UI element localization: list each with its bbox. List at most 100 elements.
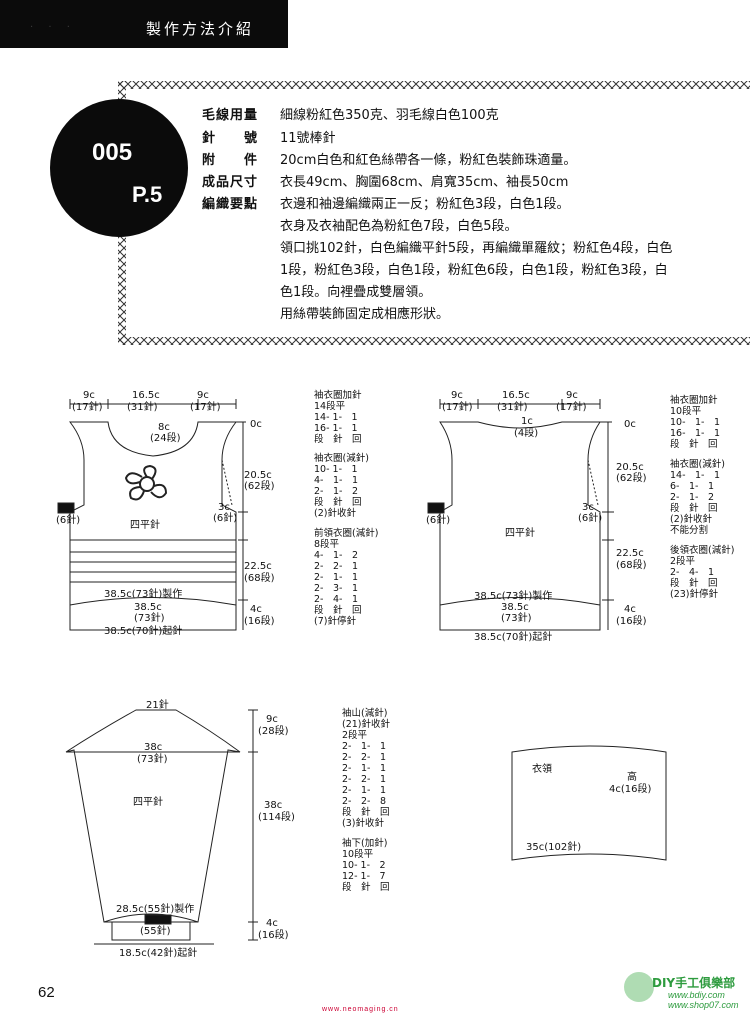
note: 袖下(加針) xyxy=(342,837,387,849)
back-dim: 38.5c(73針)製作 xyxy=(474,589,552,602)
note: 段 針 回 xyxy=(670,502,718,514)
note: 14- 1- 1 xyxy=(670,470,720,481)
note: 14段平 xyxy=(314,400,346,412)
watermark-title: DIY手工俱樂部 xyxy=(652,976,736,990)
note: (21)針收針 xyxy=(342,718,391,730)
spec-label: 針 號 xyxy=(202,130,258,146)
note: 2- 1- 1 xyxy=(314,572,358,583)
watermark-sites: www.bdiy.com www.shop07.com xyxy=(668,990,739,1010)
note: 段 針 回 xyxy=(342,806,390,818)
front-dim: 38.5c(70針)起針 xyxy=(104,624,182,637)
back-dim: 16.5c xyxy=(502,390,530,401)
back-dim: (17針) xyxy=(442,400,473,413)
spec-label: 成品尺寸 xyxy=(202,174,258,190)
note: 段 針 回 xyxy=(342,881,390,893)
note: 10段平 xyxy=(342,848,374,860)
collar-diagram xyxy=(511,745,667,861)
sleeve-dim: (73針) xyxy=(137,752,168,765)
front-dim: 20.5c xyxy=(244,470,272,481)
back-dim: 3c xyxy=(582,502,594,513)
collar-labels: 衣領 高 4c(16段) 35c(102針) xyxy=(526,762,651,853)
back-dim: 9c xyxy=(566,390,578,401)
note: 袖衣圈(減針) xyxy=(314,452,369,464)
back-diagram xyxy=(427,399,614,631)
front-dim: 9c xyxy=(83,390,95,401)
note: 2- 1- 1 xyxy=(342,741,386,752)
sleeve-dim: 9c xyxy=(266,714,278,725)
back-dim: 4c xyxy=(624,604,636,615)
note: 2- 4- 1 xyxy=(314,594,358,605)
back-dim: (73針) xyxy=(501,611,532,624)
pattern-badge: 005 P.5 xyxy=(50,99,188,237)
back-dim: 1c xyxy=(521,416,533,427)
note: 段 針 回 xyxy=(670,577,718,589)
note: 2- 3- 1 xyxy=(314,583,358,594)
spec-value: 20cm白色和紅色絲帶各一條，粉紅色裝飾珠適量。 xyxy=(280,152,576,168)
spec-label: 編織要點 xyxy=(202,196,258,212)
sleeve-diagram xyxy=(65,709,258,945)
back-dim: (31針) xyxy=(497,400,528,413)
note: 段 針 回 xyxy=(314,496,362,508)
front-dim: 38.5c(73針)製作 xyxy=(104,587,182,600)
note: 不能分割 xyxy=(670,524,708,536)
header-bar: · · · 製作方法介紹 xyxy=(0,0,288,48)
front-dim: 4c xyxy=(250,604,262,615)
note: (7)針停針 xyxy=(314,615,356,627)
watermark-site: www.shop07.com xyxy=(668,1000,739,1010)
note-line: 領口挑102針，白色編織平針5段，再編織單羅紋；粉紅色4段，白色 xyxy=(280,240,672,256)
back-stitch: 四平針 xyxy=(505,526,535,539)
watermark-site: www.bdiy.com xyxy=(668,990,725,1000)
header-marks: · · · xyxy=(30,22,76,33)
front-dim: (17針) xyxy=(72,400,103,413)
sleeve-notes: 袖山(減針) (21)針收針 2段平 2- 1- 1 2- 2- 1 2- 1-… xyxy=(342,707,391,893)
back-dim: 20.5c xyxy=(616,462,644,473)
spec-label: 毛線用量 xyxy=(202,107,258,123)
note: 2- 1- 2 xyxy=(670,492,714,503)
front-dim: (31針) xyxy=(127,400,158,413)
front-dim: (24段) xyxy=(150,431,181,444)
sleeve-dim: 4c xyxy=(266,918,278,929)
note: 袖衣圈(減針) xyxy=(670,458,725,470)
note: 10- 1- 1 xyxy=(670,417,720,428)
back-dim: (16段) xyxy=(616,614,647,627)
note: 10段平 xyxy=(670,405,702,417)
front-dim: 16.5c xyxy=(132,390,160,401)
note: 16- 1- 1 xyxy=(670,428,720,439)
note: 16- 1- 1 xyxy=(314,423,358,434)
front-dim: (6針) xyxy=(213,511,237,524)
note: 2- 2- 1 xyxy=(314,561,358,572)
note: 前領衣圈(減針) xyxy=(314,527,378,539)
front-dim: (73針) xyxy=(134,611,165,624)
note: 8段平 xyxy=(314,538,340,550)
note: 後領衣圈(減針) xyxy=(670,544,734,556)
note-line: 衣身及衣袖配色為粉紅色7段，白色5段。 xyxy=(280,218,518,234)
note: 6- 1- 1 xyxy=(670,481,714,492)
sleeve-stitch: 四平針 xyxy=(133,795,163,808)
front-stitch: 四平針 xyxy=(130,518,160,531)
back-dim: (68段) xyxy=(616,558,647,571)
note: 2- 2- 1 xyxy=(342,774,386,785)
sleeve-dim: 38c xyxy=(264,800,282,811)
front-labels: 9c 16.5c 9c (17針) (31針) (17針) 8c (24段) 0… xyxy=(56,390,275,637)
note: (2)針收針 xyxy=(314,507,356,519)
note: 2- 2- 8 xyxy=(342,796,386,807)
back-dim: 9c xyxy=(451,390,463,401)
note: 段 針 回 xyxy=(314,433,362,445)
sleeve-dim: (16段) xyxy=(258,928,289,941)
note: 10- 1- 2 xyxy=(342,860,386,871)
sleeve-dim: 38c xyxy=(144,742,162,753)
front-dim: 3c xyxy=(218,502,230,513)
note: 4- 1- 1 xyxy=(314,475,358,486)
spec-value: 細線粉紅色350克、羽毛線白色100克 xyxy=(280,107,499,123)
note: 14- 1- 1 xyxy=(314,412,358,423)
sleeve-dim: (55針) xyxy=(140,924,171,937)
front-dim: 0c xyxy=(250,419,262,430)
back-dim: (6針) xyxy=(578,511,602,524)
header-title: 製作方法介紹 xyxy=(146,20,255,38)
front-diagram xyxy=(57,399,248,631)
note: 2段平 xyxy=(342,729,368,741)
front-dim: (6針) xyxy=(56,513,80,526)
spec-value: 衣長49cm、胸圍68cm、肩寬35cm、袖長50cm xyxy=(280,174,568,190)
collar-dim: 35c(102針) xyxy=(526,840,581,853)
